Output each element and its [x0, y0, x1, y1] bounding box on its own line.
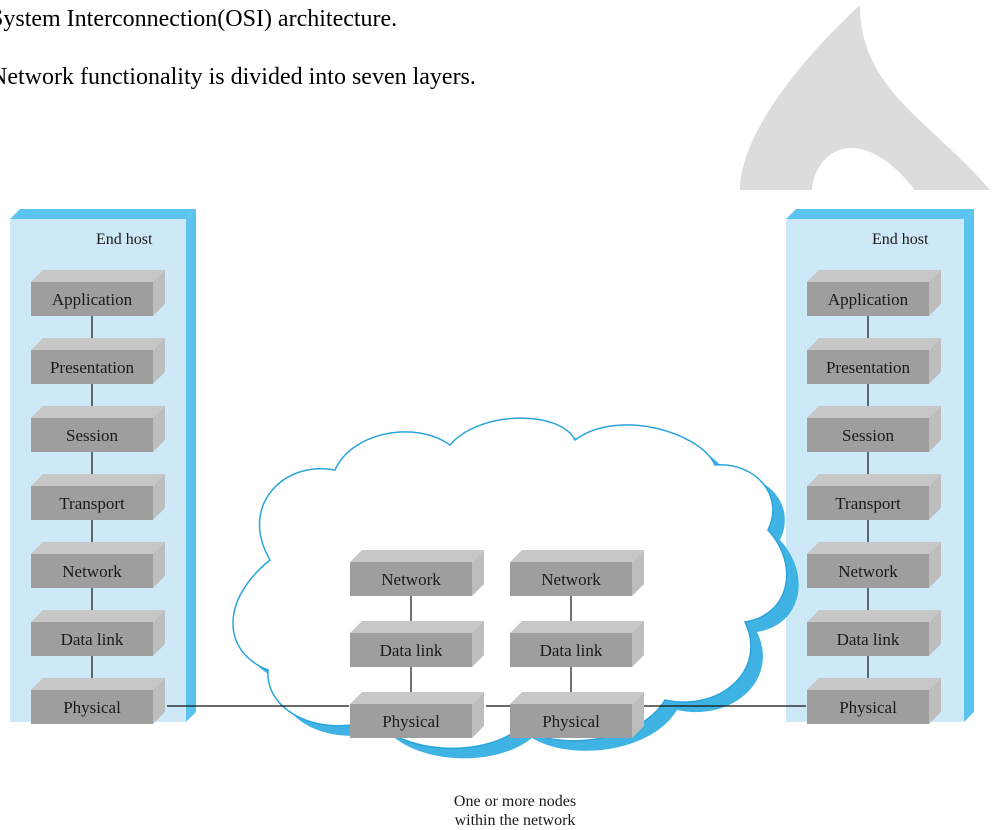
intro-line-2: Network functionality is divided into se…: [0, 64, 476, 90]
left-host-title: End host: [96, 231, 153, 248]
node2-layer-network: Network: [510, 550, 644, 596]
left-layer-label: Physical: [63, 698, 121, 717]
right-layer-label: Presentation: [826, 358, 911, 377]
left-layer-network: Network: [31, 542, 165, 588]
right-layer-label: Session: [842, 426, 894, 445]
node2-layer-physical: Physical: [510, 692, 644, 738]
left-layer-application: Application: [31, 270, 165, 316]
left-layer-label: Application: [52, 290, 133, 309]
node1-layer-physical: Physical: [350, 692, 484, 738]
cloud-caption-line-1: One or more nodes: [454, 793, 576, 810]
left-layer-label: Data link: [61, 630, 124, 649]
left-layer-session: Session: [31, 406, 165, 452]
right-layer-transport: Transport: [807, 474, 941, 520]
right-layer-label: Transport: [835, 494, 901, 513]
cloud-caption-line-2: within the network: [455, 812, 576, 829]
right-layer-label: Application: [828, 290, 909, 309]
left-layer-presentation: Presentation: [31, 338, 165, 384]
left-layer-label: Transport: [59, 494, 125, 513]
right-layer-label: Data link: [837, 630, 900, 649]
left-layer-stack: ApplicationPresentationSessionTransportN…: [31, 270, 165, 724]
intro-line-1: System Interconnection(OSI) architecture…: [0, 6, 398, 32]
node2-layer-label: Network: [541, 570, 601, 589]
node1-layer-data-link: Data link: [350, 621, 484, 667]
node2-layer-label: Physical: [542, 712, 600, 731]
node2-layer-label: Data link: [540, 641, 603, 660]
right-layer-session: Session: [807, 406, 941, 452]
right-layer-presentation: Presentation: [807, 338, 941, 384]
left-layer-label: Presentation: [50, 358, 135, 377]
node1-layer-network: Network: [350, 550, 484, 596]
right-layer-application: Application: [807, 270, 941, 316]
right-layer-label: Physical: [839, 698, 897, 717]
left-layer-transport: Transport: [31, 474, 165, 520]
right-layer-network: Network: [807, 542, 941, 588]
node1-layer-label: Network: [381, 570, 441, 589]
left-layer-physical: Physical: [31, 678, 165, 724]
right-host-title: End host: [872, 231, 929, 248]
node1-layer-label: Data link: [380, 641, 443, 660]
node1-layer-label: Physical: [382, 712, 440, 731]
node2-layer-data-link: Data link: [510, 621, 644, 667]
right-layer-label: Network: [838, 562, 898, 581]
right-layer-data-link: Data link: [807, 610, 941, 656]
right-layer-stack: ApplicationPresentationSessionTransportN…: [807, 270, 941, 724]
watermark-logo: [740, 5, 990, 190]
left-layer-label: Network: [62, 562, 122, 581]
right-layer-physical: Physical: [807, 678, 941, 724]
left-layer-label: Session: [66, 426, 118, 445]
left-layer-data-link: Data link: [31, 610, 165, 656]
